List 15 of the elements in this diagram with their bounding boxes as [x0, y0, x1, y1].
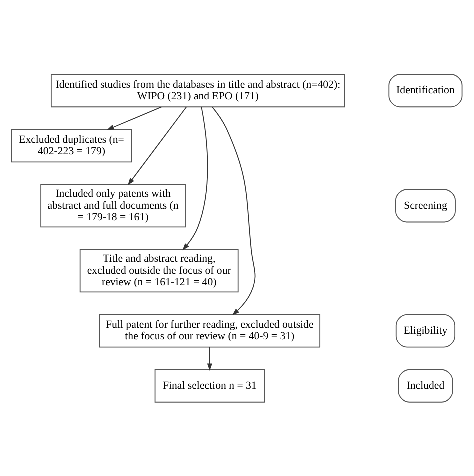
node-box: Final selection n = 31: [154, 368, 265, 402]
node-box: Identified studies from the databases in title and abstract (n=402): WIPO (231) and EPO (171): [50, 74, 346, 108]
node-box: Eligibility: [396, 314, 456, 348]
arrow: [128, 106, 187, 185]
node-box: Excluded duplicates (n= 402-223 = 179): [11, 128, 132, 162]
node-box: Screening: [395, 188, 456, 222]
arrow: [106, 106, 162, 130]
arrow: [182, 106, 208, 250]
node-box: Full patent for further reading, excluded outside the focus of our review (n = 40-9 = 31): [99, 314, 321, 348]
node-box: Included only patents with abstract and full documents (n = 179-18 = 161): [40, 184, 186, 228]
node-box: Title and abstract reading, excluded outside the focus of our review (n = 161-121 = 40): [80, 248, 239, 292]
node-box: Identification: [388, 74, 463, 108]
arrow: [207, 346, 212, 371]
node-box: Included: [398, 368, 454, 402]
arrow: [212, 106, 256, 316]
